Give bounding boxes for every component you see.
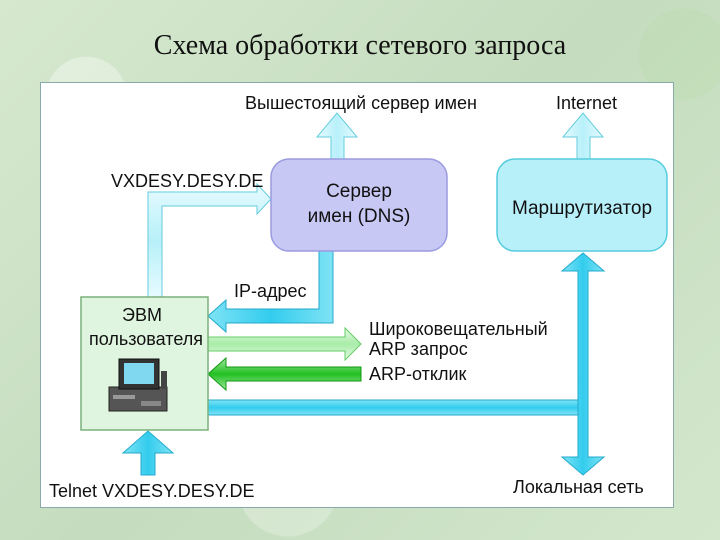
arrow-arp-reply (207, 356, 362, 392)
arp-reply-label: ARP-отклик (369, 364, 466, 384)
arrow-dns-query (147, 182, 272, 298)
user-pc-label-1: ЭВМ (122, 305, 162, 325)
slide-title: Схема обработки сетевого запроса (153, 30, 567, 61)
arrow-arp-request (207, 326, 362, 362)
dns-query-label: VXDESY.DESY.DE (111, 171, 263, 191)
dns-server-label-1: Сервер (326, 181, 392, 202)
ip-address-label: IP-адрес (234, 281, 307, 301)
network-diagram: Сервер имен (DNS) Маршрутизатор ЭВМ поль… (49, 93, 668, 501)
user-pc-label-2: пользователя (89, 329, 203, 349)
router-box (496, 158, 668, 252)
dns-server-box (270, 158, 448, 252)
arrow-router-local-network (560, 252, 606, 476)
computer-icon (108, 358, 168, 412)
diagram-panel: Сервер имен (DNS) Маршрутизатор ЭВМ поль… (40, 82, 674, 508)
arrow-telnet-input (121, 430, 175, 476)
local-network-label: Локальная сеть (513, 477, 644, 497)
arp-request-label-2: ARP запрос (369, 339, 468, 359)
upper-dns-label: Вышестоящий сервер имен (245, 93, 477, 113)
arrow-dns-to-upper-server (315, 112, 359, 160)
local-network-bus (207, 399, 589, 416)
arp-request-label-1: Широковещательный (369, 319, 548, 339)
telnet-label: Telnet VXDESY.DESY.DE (49, 481, 254, 501)
router-label: Маршрутизатор (512, 198, 652, 219)
arrow-ip-address (207, 250, 334, 334)
dns-server-label-2: имен (DNS) (308, 206, 411, 227)
arrow-router-to-internet (561, 112, 605, 160)
internet-label: Internet (556, 93, 617, 113)
